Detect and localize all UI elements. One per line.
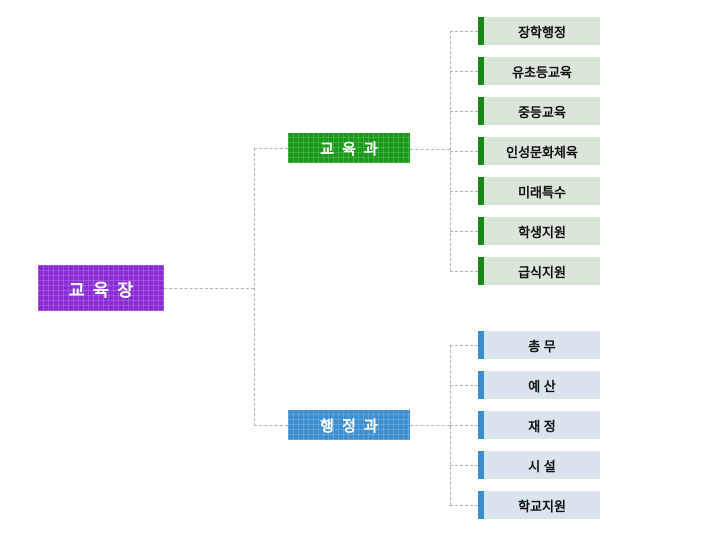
connector-segment [450, 111, 478, 112]
administration-team-item: 예 산 [478, 371, 600, 399]
connector-segment [450, 385, 478, 386]
connector-segment [450, 465, 478, 466]
connector-education-out [410, 149, 450, 150]
connector-segment [450, 31, 478, 32]
education-team-item: 미래특수 [478, 177, 600, 205]
connector-administration-out [410, 425, 450, 426]
connector-segment [450, 231, 478, 232]
education-team-item: 인성문화체육 [478, 137, 600, 165]
connector-segment [450, 505, 478, 506]
connector-segment [450, 191, 478, 192]
connector-segment [450, 71, 478, 72]
connector-to-education [254, 148, 288, 149]
education-team-item: 유초등교육 [478, 57, 600, 85]
root-box-superintendent: 교 육 장 [38, 265, 164, 311]
education-team-item: 중등교육 [478, 97, 600, 125]
connector-segment [450, 425, 478, 426]
administration-team-item: 재 정 [478, 411, 600, 439]
department-box-education: 교 육 과 [288, 133, 410, 163]
department-box-administration: 행 정 과 [288, 410, 410, 440]
connector-segment [450, 271, 478, 272]
connector-root-to-trunk [164, 288, 254, 289]
education-team-item: 학생지원 [478, 217, 600, 245]
administration-team-item: 학교지원 [478, 491, 600, 519]
administration-team-item: 총 무 [478, 331, 600, 359]
administration-team-item: 시 설 [478, 451, 600, 479]
education-team-item: 급식지원 [478, 257, 600, 285]
connector-to-administration [254, 425, 288, 426]
education-team-item: 장학행정 [478, 17, 600, 45]
connector-left-trunk [254, 148, 255, 426]
connector-segment [450, 151, 478, 152]
connector-segment [450, 345, 478, 346]
